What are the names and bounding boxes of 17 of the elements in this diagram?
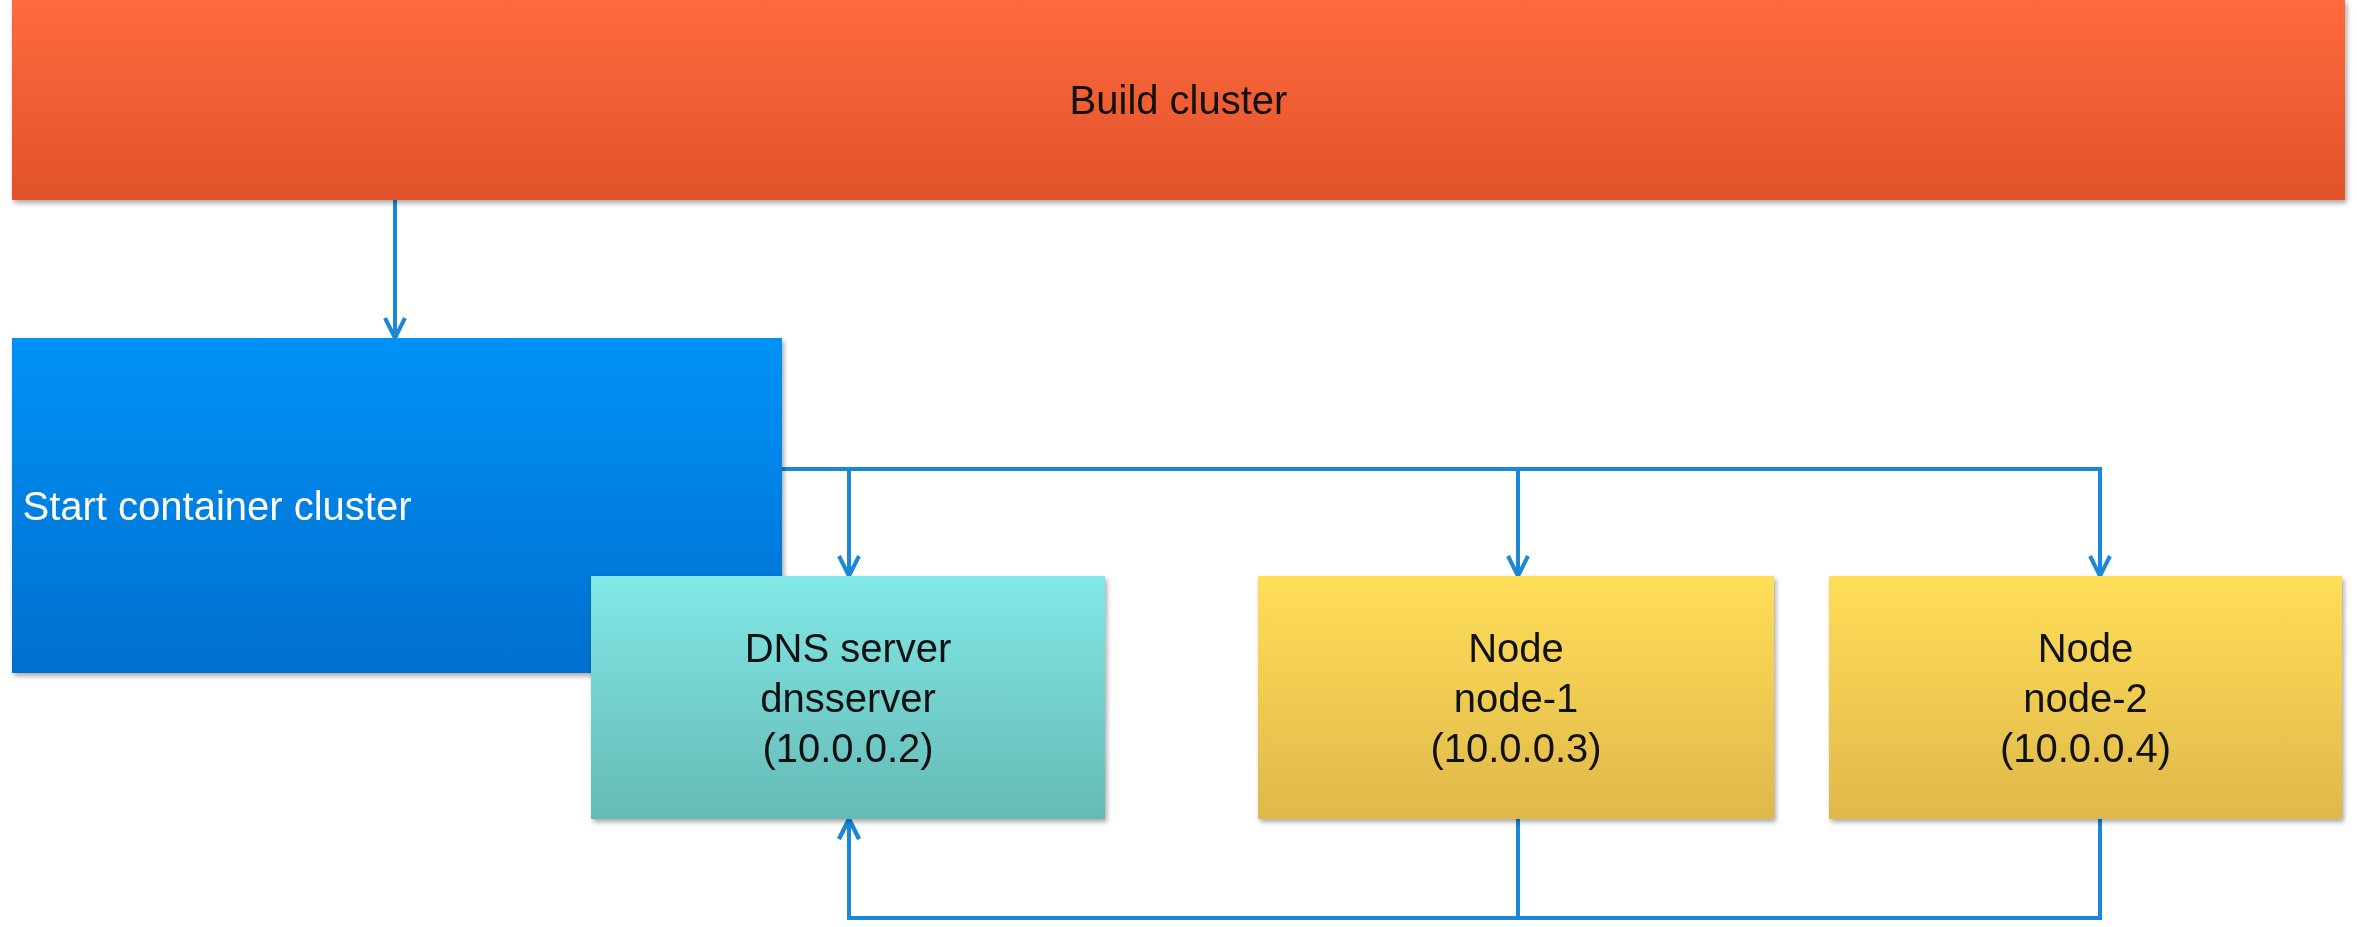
box-label: Build cluster (1069, 77, 1288, 124)
box-label: node-1 (1453, 674, 1579, 722)
box-label: Start container cluster (22, 482, 412, 530)
process-box (1829, 576, 2342, 819)
box-label: DNS server (744, 624, 952, 672)
box-label: node-2 (2023, 674, 2148, 722)
process-box (591, 576, 1105, 819)
box-label: Node (2037, 624, 2134, 672)
process-box (12, 0, 2345, 200)
arrow (383, 200, 407, 340)
box-label: (10.0.0.4) (1999, 724, 2172, 772)
box-label: (10.0.0.3) (1430, 724, 1602, 772)
box-label: Node (1468, 624, 1564, 672)
box-label: dnsserver (760, 674, 936, 722)
arrow (837, 817, 2102, 920)
box-label: (10.0.0.2) (762, 724, 934, 772)
process-box (1258, 576, 1774, 819)
